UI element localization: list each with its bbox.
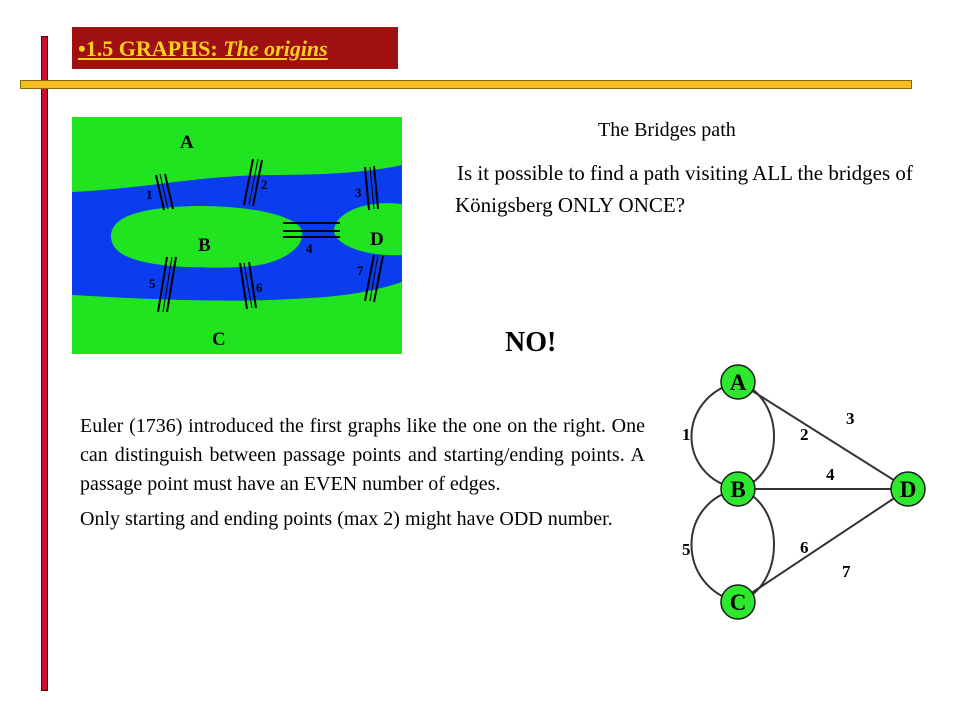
graph-node-labels: A B C D (730, 370, 917, 615)
horizontal-yellow-rule (20, 80, 912, 89)
bridge-7-lines (364, 254, 384, 303)
map-labels: A B C D 1 2 3 4 5 6 7 (146, 132, 384, 350)
graph-node-label-b: B (730, 477, 745, 502)
euler-paragraph-1: Euler (1736) introduced the first graphs… (80, 415, 645, 495)
euler-graph: A B C D 1 2 3 4 5 6 7 (682, 364, 926, 620)
graph-edge-5 (690, 488, 739, 603)
bridge-3-lines (364, 165, 379, 211)
island-d-land (333, 203, 402, 256)
bridge-6-lines (239, 261, 257, 310)
graph-edge-6 (737, 488, 775, 603)
bridge-4-lines (283, 222, 340, 238)
question-text: Is it possible to find a path visiting A… (455, 161, 913, 217)
graph-nodes (720, 364, 926, 620)
title-banner (72, 27, 398, 69)
map-region-d: D (370, 229, 384, 250)
bridges (155, 158, 384, 313)
vertical-red-rule (41, 36, 48, 691)
graph-edge-1 (690, 381, 739, 490)
map-bridge-label-2: 2 (261, 177, 268, 192)
konigsberg-map: A B C D 1 2 3 4 5 6 7 (72, 117, 402, 354)
graph-edge-label-4: 4 (826, 465, 835, 484)
graph-edge-label-5: 5 (682, 540, 691, 559)
question-title: The Bridges path (598, 119, 736, 141)
graph-node-c (720, 584, 756, 620)
map-region-b: B (198, 235, 211, 256)
euler-explanation: Euler (1736) introduced the first graphs… (80, 412, 645, 540)
title-italic: The origins (223, 36, 328, 61)
graph-edge-label-1: 1 (682, 425, 691, 444)
graph-edge-label-6: 6 (800, 538, 809, 557)
title-plain: 1.5 GRAPHS: (85, 36, 224, 61)
graph-node-label-a: A (730, 370, 747, 395)
graph-edge-7 (737, 488, 909, 603)
graph-node-d (890, 471, 926, 507)
map-bridge-label-6: 6 (256, 280, 263, 295)
graph-edge-label-2: 2 (800, 425, 809, 444)
graph-edge-3 (737, 381, 909, 490)
map-bridge-label-4: 4 (306, 241, 313, 256)
bridge-5-lines (157, 256, 177, 313)
bridge-1-lines (155, 173, 174, 211)
graph-node-a (720, 364, 756, 400)
graph-node-b (720, 471, 756, 507)
map-region-a: A (180, 132, 194, 153)
map-bridge-label-3: 3 (355, 185, 362, 200)
island-kneiphof (110, 206, 303, 268)
map-region-c: C (212, 329, 226, 350)
answer-text: NO! (505, 327, 557, 358)
graph-edge-label-7: 7 (842, 562, 851, 581)
map-bridge-label-1: 1 (146, 187, 153, 202)
map-bridge-label-5: 5 (149, 276, 156, 291)
map-bridge-label-7: 7 (357, 263, 364, 278)
slide-title: •1.5 GRAPHS: The origins (78, 36, 328, 62)
graph-edge-labels: 1 2 3 4 5 6 7 (682, 409, 855, 581)
euler-paragraph-2: Only starting and ending points (max 2) … (80, 508, 613, 530)
graph-edge-label-3: 3 (846, 409, 855, 428)
graph-node-label-c: C (730, 590, 747, 615)
title-bullet: • (78, 36, 86, 61)
bridge-2-lines (243, 158, 263, 207)
graph-node-label-d: D (900, 477, 917, 502)
